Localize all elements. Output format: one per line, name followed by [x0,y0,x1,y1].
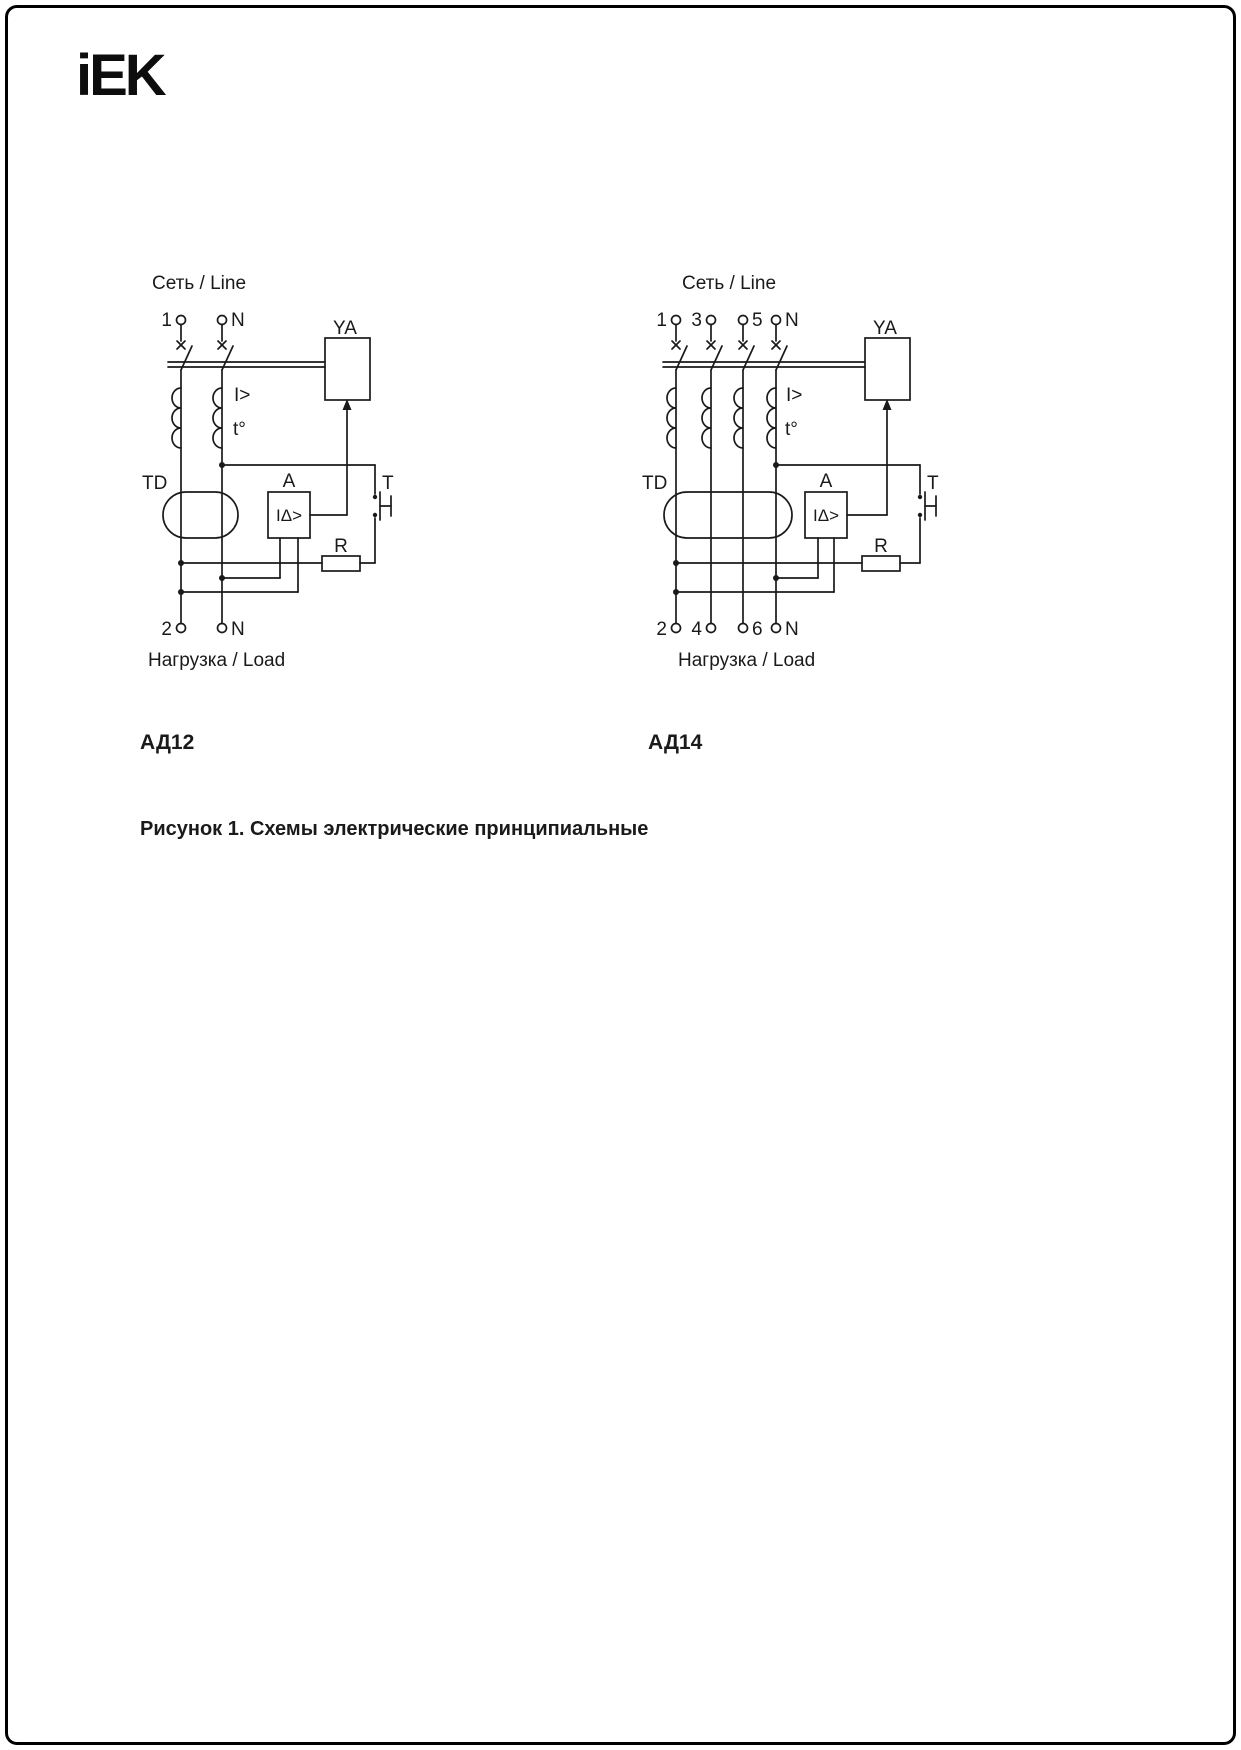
ad12-secondary-wires [178,537,299,595]
terminal-label-top-3: 3 [691,310,702,331]
terminal-label-top-1: 1 [656,310,667,331]
terminal-circle [670,314,682,326]
ad14-trip-linkage [662,361,866,368]
test-button-label: T [927,473,939,494]
thermal-label: t° [785,419,798,440]
thermal-label: t° [233,419,246,440]
ad12-trip-linkage [167,361,326,368]
release-coil [171,387,182,449]
resistor-box [321,555,361,572]
ad14-load-label: Нагрузка / Load [678,650,815,671]
resistor-label: R [874,536,888,557]
terminal-label-bottom-n: N [231,619,245,640]
arrow-up-icon [342,399,352,410]
release-coil [666,387,677,449]
release-coil [766,387,777,449]
ad12-trip-signal-wire [309,399,352,516]
amplifier-label: A [283,471,296,492]
terminal-circle [705,622,717,634]
td-toroid [663,491,793,539]
terminal-circle [175,622,187,634]
td-toroid [162,491,239,539]
terminal-label-bottom-n: N [785,619,799,640]
terminal-label-top-n: N [231,310,245,331]
ad14-test-branch [773,462,937,564]
ad12-line-label: Сеть / Line [152,273,246,294]
terminal-circle [770,622,782,634]
ya-release-box [324,337,371,401]
terminal-circle [670,622,682,634]
terminal-circle [737,622,749,634]
ad14-title: АД14 [648,731,703,754]
overcurrent-label: I> [234,385,250,406]
ad14-schematic: Сеть / Line [642,273,939,671]
terminal-circle [175,314,187,326]
ad14-pole-1-conductor [666,314,688,634]
figure-caption: Рисунок 1. Схемы электрические принципиа… [140,818,649,840]
differential-label: IΔ> [276,506,302,525]
terminal-label-top-5: 5 [752,310,763,331]
ad12-pole-1-conductor [171,314,193,634]
ad14-pole-n-conductor [766,314,788,634]
ad14-pole-3-conductor [733,314,755,634]
td-label: TD [642,473,667,494]
release-coil [212,387,223,449]
ya-label: YA [333,318,357,339]
ad14-secondary-wires [673,537,835,595]
resistor-box [861,555,901,572]
arrow-up-icon [882,399,892,410]
terminal-label-top-1: 1 [161,310,172,331]
terminal-circle [705,314,717,326]
terminal-label-top-n: N [785,310,799,331]
release-coil [701,387,712,449]
terminal-circle [737,314,749,326]
ad12-resistor-wires [178,560,376,566]
terminal-label-bottom-2: 2 [656,619,667,640]
release-coil [733,387,744,449]
terminal-label-bottom-6: 6 [752,619,763,640]
iek-logo: iEK [76,43,167,108]
ad12-pole-n-conductor [212,314,234,634]
ad14-line-label: Сеть / Line [682,273,776,294]
terminal-circle [216,622,228,634]
td-label: TD [142,473,167,494]
ya-label: YA [873,318,897,339]
differential-label: IΔ> [813,506,839,525]
ad12-title: АД12 [140,731,195,754]
overcurrent-label: I> [786,385,802,406]
ad12-schematic: Сеть / Line YA I> t° [142,273,394,671]
ad14-resistor-wires [673,560,921,566]
ad14-trip-signal-wire [846,399,892,516]
test-button-label: T [382,473,394,494]
ad12-load-label: Нагрузка / Load [148,650,285,671]
ya-release-box [864,337,911,401]
terminal-label-bottom-4: 4 [691,619,702,640]
resistor-label: R [334,536,348,557]
ad14-pole-2-conductor [701,314,723,634]
terminal-circle [770,314,782,326]
terminal-label-bottom-2: 2 [161,619,172,640]
amplifier-label: A [820,471,833,492]
ad12-test-branch [219,462,392,564]
terminal-circle [216,314,228,326]
